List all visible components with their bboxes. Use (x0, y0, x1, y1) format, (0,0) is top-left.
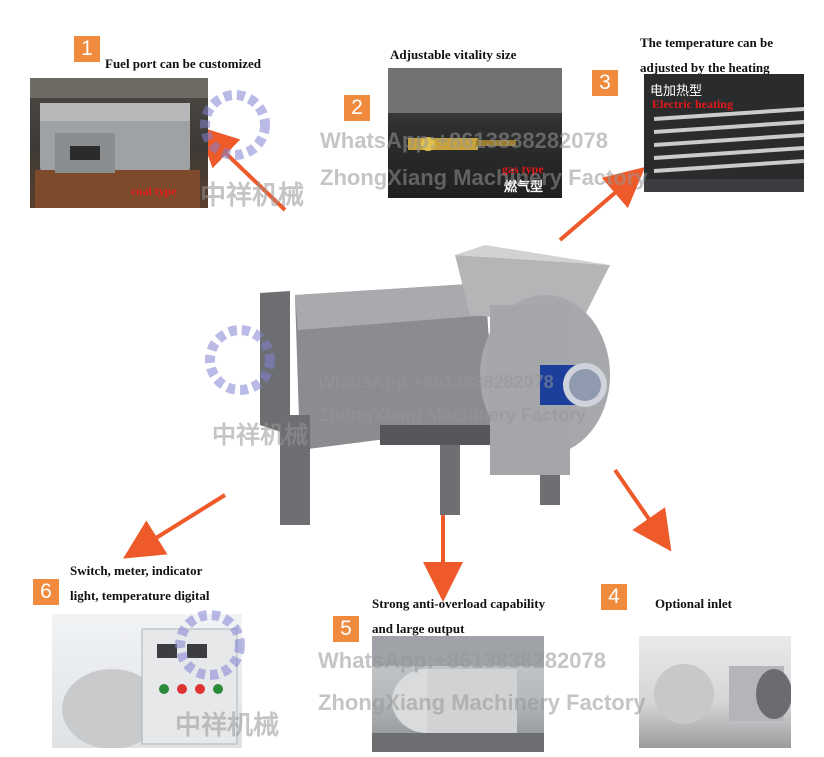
photo-large-output (372, 636, 544, 752)
label-3-line2: adjusted by the heating (640, 60, 770, 75)
label-4: Optional inlet (655, 596, 732, 611)
badge-2: 2 (344, 95, 370, 121)
photo-optional-inlet (639, 636, 791, 748)
label-3-line1: The temperature can be (640, 35, 773, 50)
inlet-drums-illustration (654, 664, 791, 724)
coal-dryer-illustration (30, 78, 208, 208)
gear-logo-icon (200, 90, 270, 160)
label-5-line2: and large output (372, 621, 465, 636)
arrow-to-4 (613, 468, 672, 552)
zx-logo-3 (170, 605, 250, 685)
rotary-dryer-main-image (260, 245, 610, 525)
gas-burner-illustration (388, 68, 562, 151)
watermark-company-cn-1: 中祥机械 (200, 181, 305, 211)
arrow-to-6 (123, 493, 227, 559)
watermark-company-1: ZhongXiang Machinery Factory (320, 165, 648, 190)
label-6-line2: light, temperature digital (70, 588, 210, 603)
label-1: Fuel port can be customized (105, 56, 261, 71)
badge-6: 6 (33, 579, 59, 605)
zx-logo-2 (200, 320, 280, 400)
photo-control-panel (52, 614, 242, 748)
label-6-line1: Switch, meter, indicator (70, 563, 203, 578)
watermark-company-cn-2: 中祥机械 (212, 421, 308, 449)
watermark-whatsapp-3: WhatsApp:+8613838282078 (318, 648, 606, 673)
caption-electric-cn: 电加热型 (650, 84, 703, 99)
badge-4: 4 (601, 584, 627, 610)
photo-electric-heating (644, 74, 804, 192)
gear-logo-icon (175, 610, 245, 680)
badge-5: 5 (333, 616, 359, 642)
label-2: Adjustable vitality size (390, 47, 517, 62)
zx-logo-1 (195, 85, 275, 165)
watermark-company-3: ZhongXiang Machinery Factory (318, 690, 646, 715)
photo-gas-type (388, 68, 562, 198)
caption-gas-type-cn: 燃气型 (504, 180, 544, 195)
watermark-whatsapp-2: WhatsApp:+8613838282078 (318, 372, 554, 392)
caption-electric-heating: Electric heating (652, 97, 733, 111)
badge-3: 3 (592, 70, 618, 96)
watermark-company-cn-3: 中祥机械 (175, 711, 280, 741)
badge-1: 1 (74, 36, 100, 62)
label-5-line1: Strong anti-overload capability (372, 596, 546, 611)
caption-gas-type: gas type (502, 162, 544, 176)
watermark-company-2: ZhongXiang Machinery Factory (318, 405, 587, 425)
photo-coal-type (30, 78, 208, 208)
watermark-whatsapp-1: WhatsApp:+8613838282078 (320, 128, 608, 153)
factory-dryer-illustration (372, 636, 544, 752)
heating-tubes-illustration (644, 107, 804, 192)
gear-logo-icon (205, 325, 275, 395)
caption-coal-type: coal type (131, 184, 177, 198)
control-cabinet-illustration (62, 628, 238, 748)
arrow-to-3 (558, 166, 646, 242)
